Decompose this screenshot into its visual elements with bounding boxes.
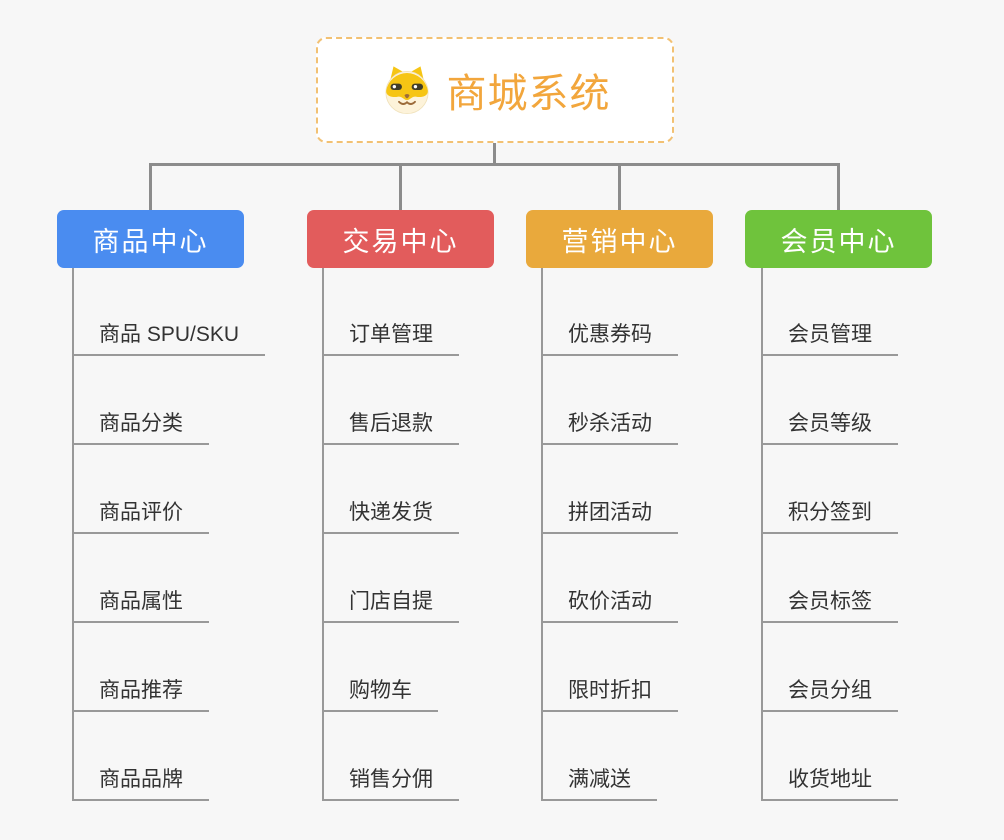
- connector-drop-line: [149, 165, 152, 210]
- leaf-node[interactable]: 满减送: [541, 766, 657, 801]
- leaf-node[interactable]: 销售分佣: [322, 766, 459, 801]
- connector-drop-line: [618, 165, 621, 210]
- branch-node-trade-center[interactable]: 交易中心: [307, 210, 494, 268]
- leaf-node[interactable]: 订单管理: [322, 321, 459, 356]
- branch-trunk-line: [541, 268, 543, 801]
- branch-node-product-center[interactable]: 商品中心: [57, 210, 244, 268]
- branch-node-marketing-center[interactable]: 营销中心: [526, 210, 713, 268]
- connector-drop-line: [399, 165, 402, 210]
- leaf-node[interactable]: 购物车: [322, 677, 438, 712]
- root-node-label: 商城系统: [446, 72, 611, 116]
- leaf-node[interactable]: 商品 SPU/SKU: [72, 321, 266, 356]
- leaf-node[interactable]: 商品评价: [72, 499, 209, 534]
- branch-trunk-line: [72, 268, 74, 801]
- leaf-node[interactable]: 拼团活动: [541, 499, 678, 534]
- connector-horizontal-line: [149, 163, 840, 166]
- branch-trunk-line: [761, 268, 763, 801]
- leaf-node[interactable]: 快递发货: [322, 499, 459, 534]
- branch-label: 商品中心: [92, 226, 209, 257]
- connector-root-stub: [493, 142, 496, 164]
- branch-label: 交易中心: [342, 226, 459, 257]
- root-node[interactable]: 商城系统: [316, 37, 674, 143]
- leaf-node[interactable]: 收货地址: [761, 766, 898, 801]
- leaf-node[interactable]: 商品品牌: [72, 766, 209, 801]
- doge-face-icon: [380, 63, 434, 117]
- leaf-node[interactable]: 秒杀活动: [541, 410, 678, 445]
- leaf-node[interactable]: 门店自提: [322, 588, 459, 623]
- connector-drop-line: [837, 165, 840, 210]
- leaf-node[interactable]: 商品分类: [72, 410, 209, 445]
- branch-node-member-center[interactable]: 会员中心: [745, 210, 932, 268]
- branch-label: 营销中心: [561, 226, 678, 257]
- branch-trunk-line: [322, 268, 324, 801]
- leaf-node[interactable]: 限时折扣: [541, 677, 678, 712]
- leaf-node[interactable]: 优惠券码: [541, 321, 678, 356]
- leaf-node[interactable]: 会员等级: [761, 410, 898, 445]
- leaf-node[interactable]: 会员管理: [761, 321, 898, 356]
- branch-label: 会员中心: [780, 226, 897, 257]
- leaf-node[interactable]: 积分签到: [761, 499, 898, 534]
- leaf-node[interactable]: 售后退款: [322, 410, 459, 445]
- leaf-node[interactable]: 砍价活动: [541, 588, 678, 623]
- leaf-node[interactable]: 会员分组: [761, 677, 898, 712]
- leaf-node[interactable]: 商品推荐: [72, 677, 209, 712]
- leaf-node[interactable]: 商品属性: [72, 588, 209, 623]
- leaf-node[interactable]: 会员标签: [761, 588, 898, 623]
